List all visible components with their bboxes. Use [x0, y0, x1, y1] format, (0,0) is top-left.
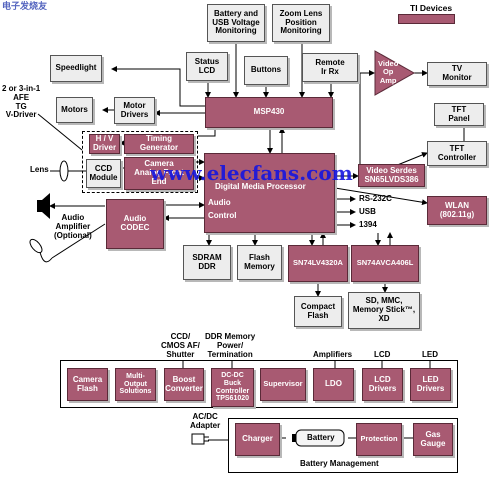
battery-label: Battery [307, 433, 335, 442]
ieee1394-label: 1394 [359, 220, 377, 229]
usb-label: USB [359, 207, 376, 216]
video-serdes-box: Video Serdes SN65LVDS386 [358, 164, 425, 187]
buttons-box: Buttons [244, 56, 288, 85]
camera-afe-box: Camera Analog Front End [124, 157, 194, 190]
led-label: LED [422, 350, 438, 359]
rs232-label: RS-232C [359, 194, 392, 203]
video-op-amp [374, 50, 416, 96]
dmp-title: Digital Media Processor [215, 182, 306, 191]
tft-panel-box: TFT Panel [434, 103, 484, 126]
lcd-drivers-box: LCD Drivers [362, 368, 403, 401]
battery-management-title: Battery Management [300, 459, 379, 468]
wlan-box: WLAN (802.11g) [427, 196, 487, 225]
speaker-icon [37, 193, 50, 219]
multi-output-box: Multi- Output Solutions [115, 368, 156, 401]
dcdc-buck-box: DC-DC Buck Controller TPS61020 [211, 368, 254, 407]
flash-memory-box: Flash Memory [237, 245, 282, 280]
sn74avca406l-box: SN74AVCA406L [351, 245, 419, 282]
boost-converter-box: Boost Converter [164, 368, 204, 401]
ldo-box: LDO [313, 368, 354, 401]
digital-media-processor-box [204, 153, 335, 233]
sn74lv4320a-box: SN74LV4320A [288, 245, 348, 282]
amplifiers-label: Amplifiers [313, 350, 353, 359]
remote-ir-box: Remote Ir Rx [302, 53, 358, 82]
ccd-cmos-label: CCD/ CMOS AF/ Shutter [161, 332, 200, 359]
led-drivers-box: LED Drivers [410, 368, 451, 401]
lens-label: Lens [30, 165, 49, 174]
gas-gauge-box: Gas Gauge [413, 423, 453, 456]
battery-usb-monitoring-box: Battery and USB Voltage Monitoring [207, 4, 265, 42]
sdram-ddr-box: SDRAM DDR [183, 245, 231, 280]
battery-management-frame [228, 418, 458, 473]
zoom-lens-monitoring-box: Zoom Lens Position Monitoring [272, 4, 330, 42]
watermark: www.elecfans.com [150, 161, 353, 185]
motors-box: Motors [56, 97, 93, 123]
afe-dashed-group [82, 131, 198, 193]
microphone-icon [29, 238, 53, 263]
compact-flash-box: Compact Flash [294, 296, 342, 327]
power-management-frame [60, 360, 458, 408]
audio-codec-box: Audio CODEC [106, 199, 164, 249]
ccd-module-box: CCD Module [86, 159, 121, 188]
legend-swatch [398, 14, 455, 24]
protection-box: Protection [356, 423, 402, 456]
camera-flash-box: Camera Flash [67, 368, 108, 401]
video-op-amp-label: Video Op Amp [378, 59, 399, 85]
dmp-control-label: Control [208, 211, 237, 220]
audio-amplifier-label: Audio Amplifier (Optional) [54, 213, 92, 240]
plug-icon [191, 433, 209, 445]
motor-drivers-box: Motor Drivers [114, 97, 155, 124]
speedlight-box: Speedlight [50, 55, 102, 82]
afe-label: 2 or 3-in-1 AFE TG V-Driver [2, 84, 41, 120]
status-lcd-box: Status LCD [186, 52, 228, 81]
msp430-box: MSP430 [205, 97, 333, 128]
sd-mmc-box: SD, MMC, Memory Stick™, XD [348, 292, 420, 329]
hv-driver-box: H / V Driver [89, 134, 120, 154]
dmp-audio-label: Audio [208, 198, 231, 207]
logo-watermark: 电子发烧友 [2, 1, 48, 11]
charger-box: Charger [235, 423, 280, 456]
tv-monitor-box: TV Monitor [427, 62, 487, 86]
timing-generator-box: Timing Generator [124, 134, 194, 154]
acdc-adapter-label: AC/DC Adapter [190, 412, 221, 430]
lens-icon [59, 160, 69, 182]
legend-label: TI Devices [410, 3, 453, 13]
lcd-label: LCD [374, 350, 391, 359]
supervisor-box: Supervisor [260, 368, 306, 401]
tft-controller-box: TFT Controller [427, 141, 487, 166]
battery-icon [292, 429, 345, 447]
ddr-memory-label: DDR Memory Power/ Termination [205, 332, 256, 359]
